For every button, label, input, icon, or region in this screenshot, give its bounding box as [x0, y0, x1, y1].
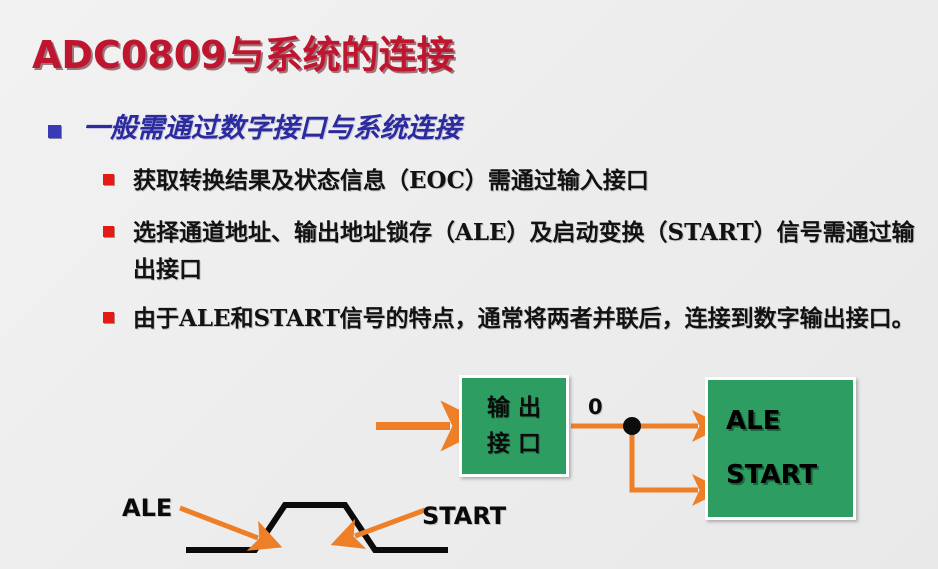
bullet-level2-label: 获取转换结果及状态信息（EOC）需通过输入接口 — [133, 167, 649, 194]
page-title: ADC0809与系统的连接 — [32, 33, 455, 77]
bullet-level2-label: 由于ALE和START信号的特点，通常将两者并联后，连接到数字输出接口。 — [133, 305, 915, 332]
signal-box: ALE START — [705, 377, 856, 520]
red-square-bullet-icon — [103, 174, 114, 185]
output-interface-line1: 输出 — [487, 394, 549, 422]
junction-dot-icon — [623, 417, 641, 435]
output-interface-line2: 接口 — [487, 430, 549, 457]
junction-label: 0 — [588, 395, 603, 419]
ale-pointer-arrow — [179, 505, 283, 551]
diagram-svg — [179, 400, 724, 553]
start-pointer-arrow — [330, 507, 426, 549]
connection-diagram — [0, 358, 938, 569]
signal-box-start-label: START — [726, 459, 818, 490]
bullet-level1-label: 一般需通过数字接口与系统连接 — [83, 113, 461, 144]
bullet-level2-label: 选择通道地址、输出地址锁存（ALE）及启动变换（START）信号需通过输出接口 — [133, 219, 915, 284]
bus-branch-to-start — [629, 426, 724, 506]
bullet-level1: 一般需通过数字接口与系统连接 — [48, 112, 461, 146]
waveform-ale-label: ALE — [122, 494, 173, 522]
red-square-bullet-icon — [103, 226, 114, 237]
red-square-bullet-icon — [103, 312, 114, 323]
bullet-level2-1: 获取转换结果及状态信息（EOC）需通过输入接口 — [103, 162, 649, 199]
pulse-waveform — [186, 502, 448, 553]
bullet-level2-2: 选择通道地址、输出地址锁存（ALE）及启动变换（START）信号需通过输出接口 — [103, 214, 933, 289]
bullet-level2-3: 由于ALE和START信号的特点，通常将两者并联后，连接到数字输出接口。 — [103, 300, 915, 337]
waveform-start-label: START — [422, 502, 507, 530]
blue-square-bullet-icon — [48, 125, 61, 138]
output-interface-box: 输出 接口 — [459, 375, 569, 477]
signal-box-ale-label: ALE — [726, 406, 781, 437]
